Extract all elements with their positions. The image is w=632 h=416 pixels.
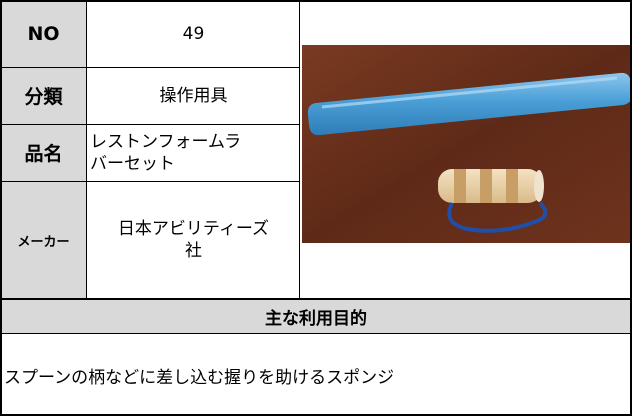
product-photo [302, 45, 632, 243]
product-name-line1: レストンフォームラ [90, 131, 242, 152]
grid-line [0, 333, 632, 334]
foam-tube [307, 72, 632, 136]
grid-line [86, 0, 87, 299]
grid-line [0, 124, 300, 125]
section-title: 主な利用目的 [0, 299, 632, 334]
maker-line2: 社 [185, 241, 202, 261]
maker-label: メーカー [0, 181, 87, 299]
grip-strap [447, 201, 548, 233]
maker-value: 日本アビリティーズ 社 [87, 181, 300, 299]
category-value: 操作用具 [87, 67, 300, 124]
product-name-value: レストンフォームラ バーセット [87, 124, 300, 181]
table-surface [302, 45, 632, 243]
grid-line [0, 181, 300, 182]
category-label: 分類 [0, 67, 87, 124]
grid-line [0, 0, 632, 2]
foam-tube-highlight [321, 76, 618, 109]
grid-line [0, 414, 632, 416]
no-value: 49 [87, 0, 300, 67]
purpose-description: スプーンの柄などに差し込む握りを助けるスポンジ [4, 367, 395, 388]
foam-grip [438, 169, 544, 203]
no-label: NO [0, 0, 87, 67]
grid-line [0, 67, 300, 68]
grid-line [630, 0, 632, 416]
maker-line1: 日本アビリティーズ [117, 219, 270, 239]
product-name-label: 品名 [0, 124, 87, 181]
grid-line [0, 298, 632, 300]
grid-line [0, 0, 2, 416]
grid-line [299, 0, 300, 299]
product-name-line2: バーセット [90, 153, 175, 174]
